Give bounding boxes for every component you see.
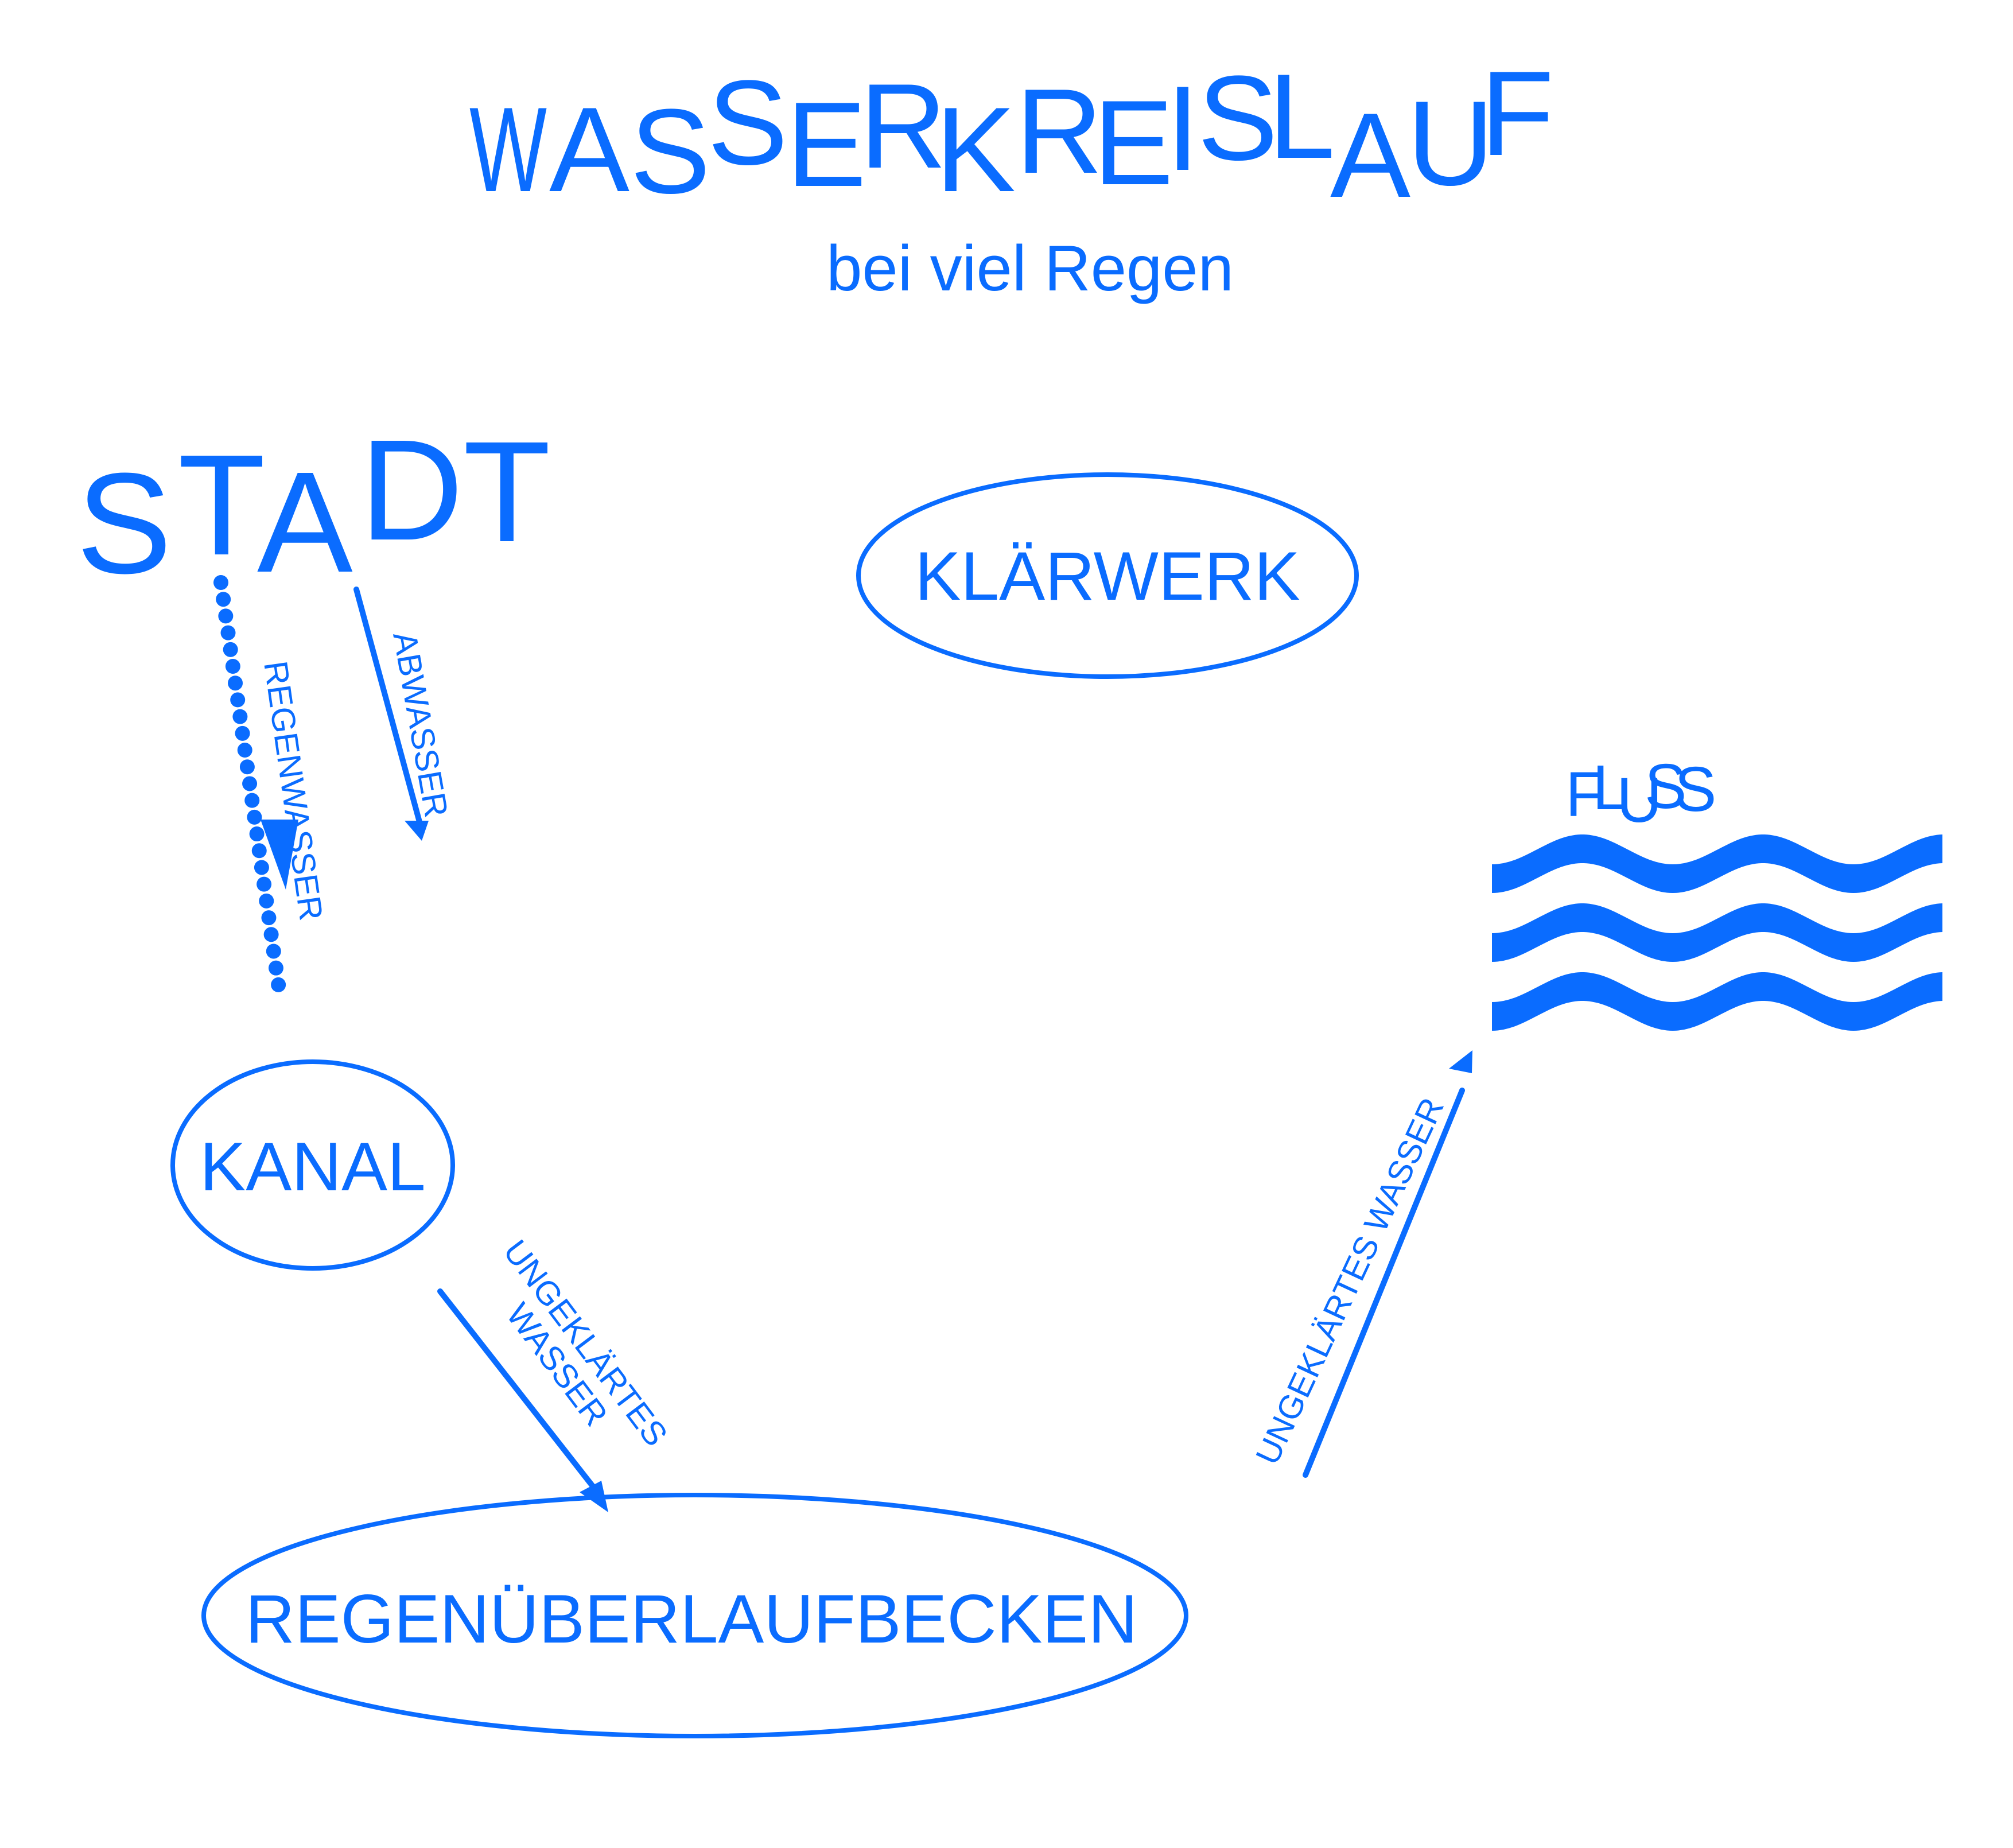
title-letter: F [1480, 46, 1554, 181]
abwasser-arrowhead [405, 821, 429, 841]
becken-fluss-arrowhead [1449, 1050, 1472, 1073]
fluss-letter: S [1674, 754, 1716, 825]
fluss-letter: L [1592, 752, 1627, 823]
page-title: W A S S E R K R E I S L A U F [469, 46, 1554, 223]
fluss-letter: F [1565, 759, 1604, 830]
kanal-becken-arrowhead [580, 1481, 608, 1512]
title-letter: I [1166, 61, 1199, 196]
edge-becken-to-fluss: UNGEKLÄRTES WASSER [1249, 1050, 1472, 1478]
title-letter: S [708, 55, 788, 190]
klaerwerk-label: KLÄRWERK [915, 538, 1300, 615]
becken-fluss-line [1303, 1088, 1465, 1478]
wave-band [1492, 834, 1942, 893]
kanal-becken-line [437, 1288, 603, 1498]
node-stadt: S T A D T [76, 410, 551, 603]
abwasser-label: ABWASSER [386, 629, 455, 820]
page-subtitle: bei viel Regen [826, 232, 1234, 304]
title-letter: L [1268, 49, 1335, 184]
edge-regenwasser: REGENWASSER [213, 575, 330, 996]
wave-band [1492, 903, 1942, 962]
regenueberlaufbecken-ellipse [201, 1493, 1188, 1738]
title-letter: E [1093, 75, 1173, 210]
title-letter: E [786, 77, 866, 212]
title-letter: S [1198, 51, 1278, 185]
abwasser-line [353, 587, 422, 825]
stadt-letter: A [257, 442, 353, 602]
node-kanal: KANAL [170, 1059, 455, 1271]
waves-icon [1492, 834, 1942, 1031]
title-letter: W [469, 82, 547, 217]
wave-band [1492, 972, 1942, 1031]
title-letter: A [549, 82, 629, 217]
edge-abwasser: ABWASSER [353, 587, 455, 841]
kanal-label: KANAL [200, 1128, 426, 1205]
title-letter: R [860, 59, 947, 193]
stadt-letter: D [360, 410, 464, 570]
becken-fluss-label: UNGEKLÄRTES WASSER [1249, 1092, 1451, 1470]
node-fluss: F L U S S [1492, 751, 1942, 1031]
title-letter: U [1407, 76, 1494, 211]
stadt-letter: T [178, 425, 266, 585]
stadt-letter: T [463, 411, 551, 572]
edge-kanal-to-becken: UNGEKLÄRTES WASSER [437, 1233, 675, 1512]
title-letter: A [1330, 88, 1410, 223]
regenwasser-arrowhead [261, 820, 298, 890]
title-letter: K [935, 82, 1016, 217]
node-regenueberlaufbecken: REGENÜBERLAUFBECKEN [201, 1493, 1188, 1738]
regenueberlaufbecken-label: REGENÜBERLAUFBECKEN [246, 1581, 1138, 1657]
title-letter: R [1016, 64, 1103, 199]
stadt-letter: S [76, 443, 172, 603]
title-letter: S [630, 84, 710, 219]
fluss-letter: S [1645, 751, 1686, 822]
kanal-ellipse [170, 1059, 455, 1271]
node-klaerwerk: KLÄRWERK [856, 472, 1359, 679]
fluss-letter: U [1616, 765, 1662, 836]
klaerwerk-ellipse [856, 472, 1359, 679]
regenwasser-dotted-line [213, 575, 286, 996]
